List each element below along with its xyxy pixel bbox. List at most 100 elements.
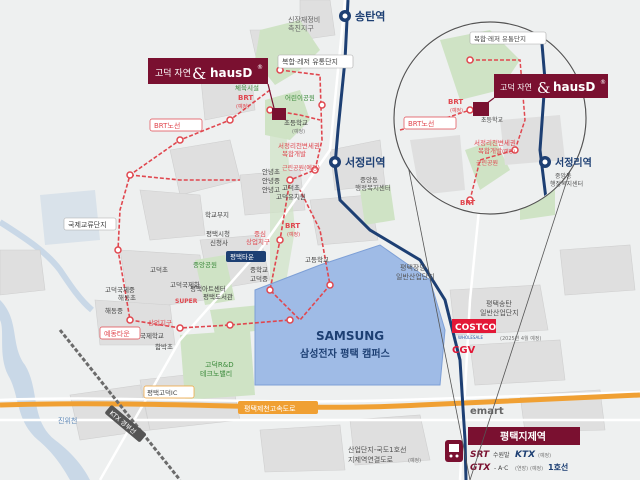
brt-stop — [276, 236, 284, 244]
label-go-ahn: 안녕고 — [262, 185, 280, 194]
label-pt-town: 평택타운 — [226, 251, 266, 262]
label-gukje-school: 고덕국제중 — [105, 285, 135, 294]
line-planned1: (예정) — [538, 452, 551, 459]
label-text: BRT노선 — [154, 121, 180, 130]
samsung-logo: SAMSUNG — [316, 329, 384, 343]
label-central-park: 중앙공원 — [193, 260, 217, 269]
label-text: 국제교류단지 — [68, 220, 107, 229]
inset-seojeongri-station[interactable]: 서정리역 — [539, 156, 592, 169]
inset-map: 복합·레저 유통단지 고덕 자연 & hausD ® BRT (예정) BRT노… — [393, 21, 608, 215]
label-jungang-dong: 중앙동 — [360, 176, 378, 184]
label-cho-school-plan: (예정) — [292, 128, 305, 135]
river — [0, 300, 90, 480]
inset-label-bokhap: 복합·레저 유통단지 — [469, 31, 547, 45]
highway-pyeongtaek-jecheon — [0, 392, 640, 410]
label-jungang-park: 근린공원(예정) — [282, 164, 320, 172]
label-brt-line-main: BRT노선 — [149, 118, 203, 132]
label-pt-songtan: 평택송탄 — [486, 299, 512, 308]
label-bottom2: 지제역연결도로 — [348, 455, 394, 464]
pyeongtaek-jije-station[interactable]: 평택지제역 SRT 수원발 KTX (예정) GTX - A·C (연장) (예… — [445, 427, 580, 473]
label-go-cheo: 고덕중 — [250, 274, 268, 283]
label-international: 국제교류단지 — [63, 217, 117, 231]
brt-stop — [226, 321, 234, 329]
brand-title-amp: & — [537, 79, 550, 97]
label-text: 복합·레저 유통단지 — [474, 34, 526, 43]
brt-stop — [311, 166, 319, 174]
line-planned2: (연장) — [515, 465, 528, 472]
label-pt-city: 평택시청 — [206, 229, 230, 238]
costco-logo: COSTCO WHOLESALE (2025년 4월 예정) — [452, 319, 541, 342]
label-pt-library: 평택도서관 — [203, 292, 233, 301]
rail-line-1 — [333, 0, 468, 480]
brt-stops — [114, 66, 334, 332]
samsung-campus-area — [254, 244, 446, 386]
label-seojeong: 서정리천변세권 — [278, 141, 320, 150]
label-commercial: 상업지구 — [246, 237, 270, 246]
bus-icon — [449, 444, 459, 452]
label-jinwi: 진위천 — [58, 416, 77, 425]
brt-stop — [286, 316, 294, 324]
project-site — [272, 108, 286, 120]
label-brt-plan-2: (예정) — [287, 231, 300, 238]
label-pt-jangdang: 평택장당 — [400, 263, 426, 272]
label-pt-hospital: 고덕국제학교 — [128, 331, 164, 340]
brand-title-amp: & — [192, 64, 206, 83]
river-branch — [0, 219, 94, 313]
label-rnd: 고덕R&D 테크노밸리 — [200, 360, 234, 378]
label-text: 복합·레저 유통단지 — [282, 57, 338, 66]
brand-title-reg: ® — [600, 79, 606, 86]
inset-project-site — [473, 102, 489, 116]
label-text: 예동타운 — [104, 329, 130, 338]
label-text: BRT노선 — [408, 119, 434, 128]
label-bottom1: 산업단지-국도1호선 — [348, 445, 407, 454]
label-ilban-sanup2: 일반산업단지 — [480, 308, 519, 317]
inset-brt-2: BRT — [460, 199, 475, 207]
brt-stop — [114, 246, 122, 254]
inset-label-brt-line: BRT노선 — [403, 116, 457, 130]
brt-stop — [266, 286, 274, 294]
label-text: COSTCO — [455, 323, 496, 333]
label-commercial2: 상업지구 — [148, 318, 172, 327]
station-label: 송탄역 — [355, 9, 385, 23]
brand-title-reg: ® — [257, 64, 263, 71]
label-haedeung-cho: 해동초 — [118, 293, 136, 302]
line-1: 1호선 — [548, 462, 568, 472]
label-pt-jecheon: 평택제천고속도로 — [238, 401, 318, 414]
brt-stop — [176, 324, 184, 332]
inset-brt: BRT — [448, 98, 463, 106]
inset-park: 근린공원 — [476, 159, 498, 167]
label-kids-park: 어린이공원 — [285, 93, 315, 102]
label-bokhap-main: 복합·레저 유통단지 — [277, 54, 354, 69]
songtan-station[interactable]: 송탄역 — [339, 9, 385, 23]
label-bokhap-gaebal: 복합개발 — [282, 149, 306, 158]
station-label: 서정리역 — [555, 156, 592, 169]
label-yedong: 예동타운 — [99, 326, 141, 340]
line-ktx: KTX — [515, 450, 536, 460]
green-areas — [40, 20, 555, 400]
inset-haengjeong: 행정복지센터 — [550, 180, 583, 188]
label-hamjeong: 함박초 — [155, 342, 173, 351]
label-middle: 중학교 — [250, 265, 268, 274]
label-text: 고덕R&D — [205, 360, 234, 369]
station-label: 평택지제역 — [500, 430, 546, 443]
brt-stop — [318, 101, 326, 109]
samsung-campus-label: 삼성전자 평택 캠퍼스 — [300, 347, 390, 360]
label-haedeung-jung: 해동중 — [105, 306, 123, 315]
label-nice-super: SUPER — [175, 298, 198, 305]
inset-brand-box: 고덕 자연 & hausD ® — [485, 74, 608, 105]
label-sinchung: 신청사 — [210, 238, 228, 247]
label-ilban-sanup: 일반산업단지 — [396, 272, 435, 281]
line-gtx-ac: - A·C — [494, 465, 508, 472]
brt-stop — [326, 281, 334, 289]
label-school-plan: 학교부지 — [205, 210, 229, 219]
label-cho-school: 초등학교 — [284, 118, 308, 127]
label-pt-arts: 평택아트센터 — [190, 284, 226, 293]
seojeongri-station[interactable]: 서정리역 — [329, 155, 385, 169]
brand-box: 고덕 자연 & hausD ® — [148, 58, 275, 109]
inset-seojeong: 서정리천변세권 — [474, 138, 516, 147]
brand-title-b: hausD — [553, 80, 595, 94]
inset-cho: 초등학교 — [481, 116, 504, 124]
label-brt: BRT — [238, 94, 253, 102]
station-label: 서정리역 — [345, 155, 385, 169]
